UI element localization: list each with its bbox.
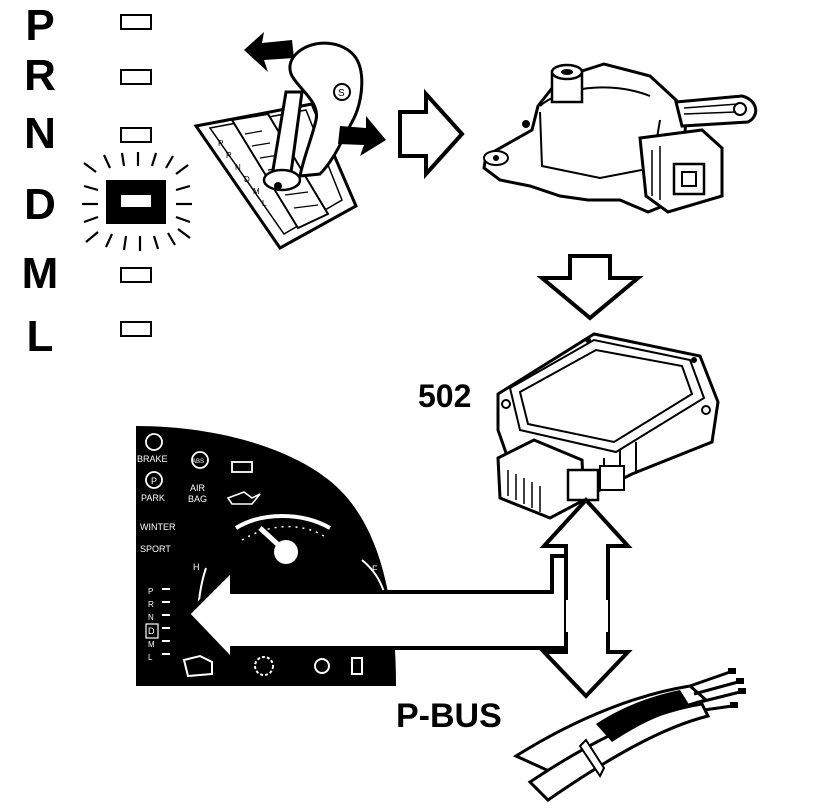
- brake-warning-icon: [145, 433, 163, 451]
- cluster-gauge-h: H: [193, 562, 200, 572]
- cluster-gear-l: L: [148, 653, 153, 662]
- cluster-winter-label: WINTER: [140, 522, 176, 532]
- cluster-park-label: PARK: [141, 493, 165, 503]
- lamp-m-icon: [120, 267, 152, 283]
- svg-text:N: N: [235, 163, 241, 172]
- cluster-gear-d: D: [148, 626, 155, 636]
- battery-icon: [231, 461, 253, 473]
- park-brake-icon: [145, 471, 163, 489]
- svg-text:L: L: [262, 199, 267, 208]
- cluster-park-symbol: P: [151, 476, 157, 486]
- lamp-n-icon: [120, 127, 152, 143]
- gear-indicator-lamps: [120, 14, 152, 337]
- cluster-brake-label: BRAKE: [137, 454, 168, 464]
- gear-shifter-icon: P R N D M L S: [193, 41, 364, 250]
- cluster-gear-p: P: [148, 587, 153, 596]
- cluster-airbag-line1: AIR: [190, 483, 206, 493]
- transmission-warning-icon: [254, 656, 274, 676]
- gear-letter-d: D: [24, 180, 56, 229]
- cluster-gauge-f: F: [372, 564, 378, 574]
- oil-can-icon: [226, 491, 261, 505]
- svg-text:R: R: [226, 151, 232, 160]
- bus-cable-icon: [512, 668, 746, 802]
- lamp-d-lit-icon: [82, 152, 192, 251]
- shift-back-arrow-icon: [244, 32, 294, 72]
- fuel-pump-icon: [351, 657, 363, 675]
- lamp-l-icon: [120, 321, 152, 337]
- gear-letter-l: L: [26, 312, 54, 361]
- svg-text:P: P: [218, 139, 223, 148]
- cluster-sport-label: SPORT: [140, 544, 171, 554]
- abs-icon: [191, 451, 209, 469]
- lamp-p-icon: [120, 14, 152, 30]
- lamp-r-icon: [120, 69, 152, 85]
- cluster-airbag-line2: BAG: [188, 494, 207, 504]
- gear-position-switch-icon: [482, 62, 758, 214]
- control-unit-label: 502: [418, 378, 472, 414]
- headlight-icon: [314, 658, 330, 674]
- svg-text:S: S: [338, 88, 345, 99]
- bus-label: P-BUS: [396, 697, 502, 735]
- gear-letter-m: M: [21, 249, 59, 298]
- control-unit-icon: [496, 332, 720, 520]
- signal-arrow-down-icon: [536, 254, 644, 321]
- cluster-gear-m: M: [148, 640, 155, 649]
- cluster-gear-r: R: [148, 600, 154, 609]
- svg-text:D: D: [244, 175, 250, 184]
- signal-arrow-right-icon: [398, 88, 465, 180]
- gear-letter-n: N: [24, 109, 56, 158]
- cluster-gear-n: N: [148, 613, 154, 622]
- cluster-abs-label: ABS: [192, 459, 204, 465]
- shift-forward-arrow-icon: [338, 116, 386, 156]
- check-engine-icon: [182, 654, 213, 678]
- gear-letter-r: R: [24, 51, 56, 100]
- gear-letter-p: P: [25, 1, 55, 50]
- svg-text:M: M: [253, 187, 260, 196]
